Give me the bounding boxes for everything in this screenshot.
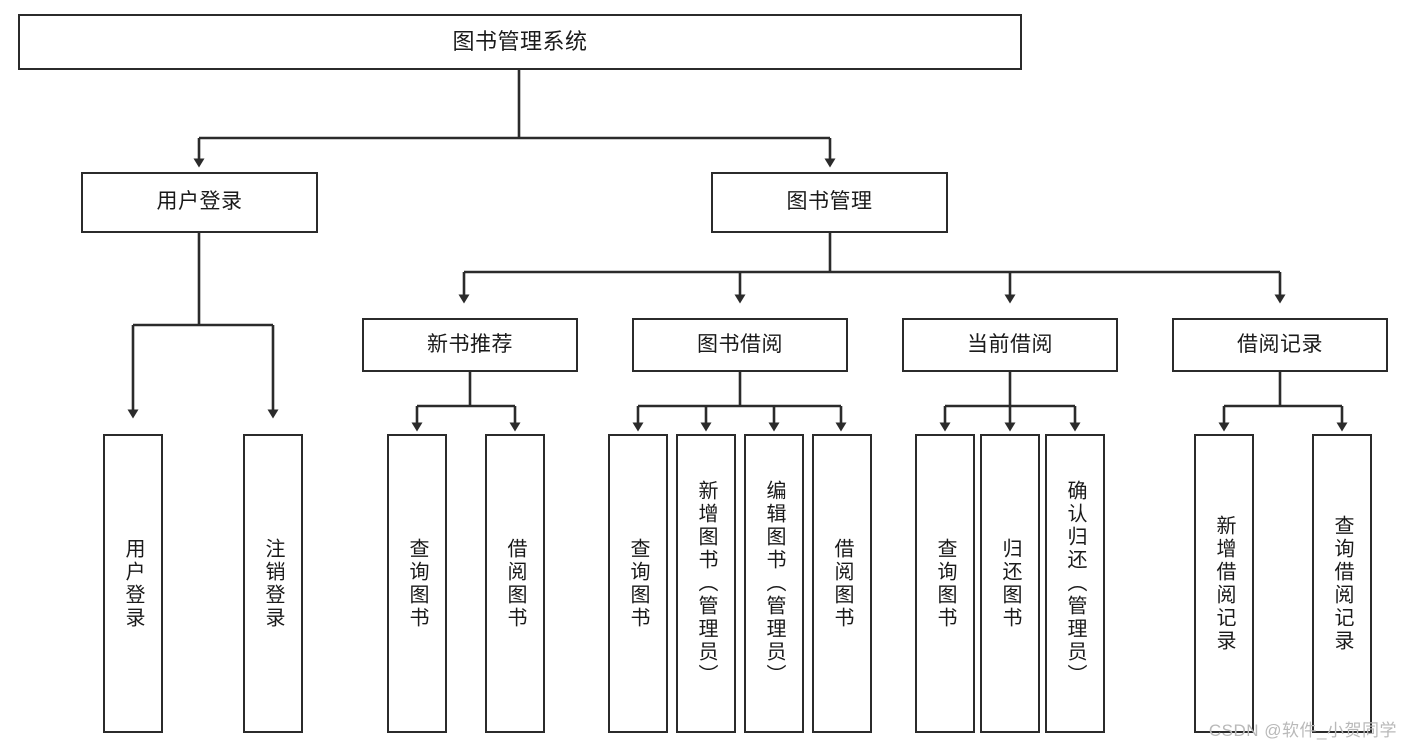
node-label: 图书借阅 [697, 332, 783, 356]
leaf-current-borrow-return-book[interactable]: 归还图书 [980, 434, 1040, 733]
node-label: 用户登录 [156, 190, 243, 214]
node-label: 新增图书（管理员） [695, 480, 717, 687]
leaf-user-login-logout[interactable]: 注销登录 [243, 434, 303, 733]
node-label: 查询图书 [934, 537, 956, 630]
node-label: 借阅图书 [504, 537, 526, 630]
leaf-current-borrow-query-book[interactable]: 查询图书 [915, 434, 975, 733]
node-label: 用户登录 [122, 537, 144, 630]
node-root-book-management-system[interactable]: 图书管理系统 [18, 14, 1022, 70]
node-label: 确认归还（管理员） [1064, 480, 1086, 687]
node-label: 注销登录 [262, 537, 284, 630]
node-current-borrow[interactable]: 当前借阅 [902, 318, 1118, 372]
node-label: 当前借阅 [967, 332, 1053, 356]
node-label: 查询图书 [627, 537, 649, 630]
node-label: 新增借阅记录 [1213, 514, 1235, 653]
node-book-borrow[interactable]: 图书借阅 [632, 318, 848, 372]
leaf-book-borrow-edit-book-admin[interactable]: 编辑图书（管理员） [744, 434, 804, 733]
node-label: 图书管理 [786, 190, 873, 214]
node-label: 查询借阅记录 [1331, 514, 1353, 653]
node-user-login[interactable]: 用户登录 [81, 172, 318, 233]
node-book-management[interactable]: 图书管理 [711, 172, 948, 233]
node-label: 借阅记录 [1237, 332, 1323, 356]
leaf-user-login-login[interactable]: 用户登录 [103, 434, 163, 733]
node-label: 归还图书 [999, 537, 1021, 630]
leaf-book-borrow-borrow-book[interactable]: 借阅图书 [812, 434, 872, 733]
leaf-book-borrow-query-book[interactable]: 查询图书 [608, 434, 668, 733]
node-new-book-recommend[interactable]: 新书推荐 [362, 318, 578, 372]
csdn-watermark: CSDN @软件_小贺同学 [1208, 721, 1397, 740]
node-label: 新书推荐 [427, 332, 513, 356]
leaf-book-borrow-add-book-admin[interactable]: 新增图书（管理员） [676, 434, 736, 733]
leaf-new-book-query-book[interactable]: 查询图书 [387, 434, 447, 733]
node-label: 借阅图书 [831, 537, 853, 630]
node-label: 图书管理系统 [452, 29, 588, 55]
node-label: 编辑图书（管理员） [763, 480, 785, 687]
node-borrow-record[interactable]: 借阅记录 [1172, 318, 1388, 372]
leaf-borrow-record-query-record[interactable]: 查询借阅记录 [1312, 434, 1372, 733]
leaf-borrow-record-add-record[interactable]: 新增借阅记录 [1194, 434, 1254, 733]
leaf-new-book-borrow-book[interactable]: 借阅图书 [485, 434, 545, 733]
node-label: 查询图书 [406, 537, 428, 630]
leaf-current-borrow-confirm-return-admin[interactable]: 确认归还（管理员） [1045, 434, 1105, 733]
